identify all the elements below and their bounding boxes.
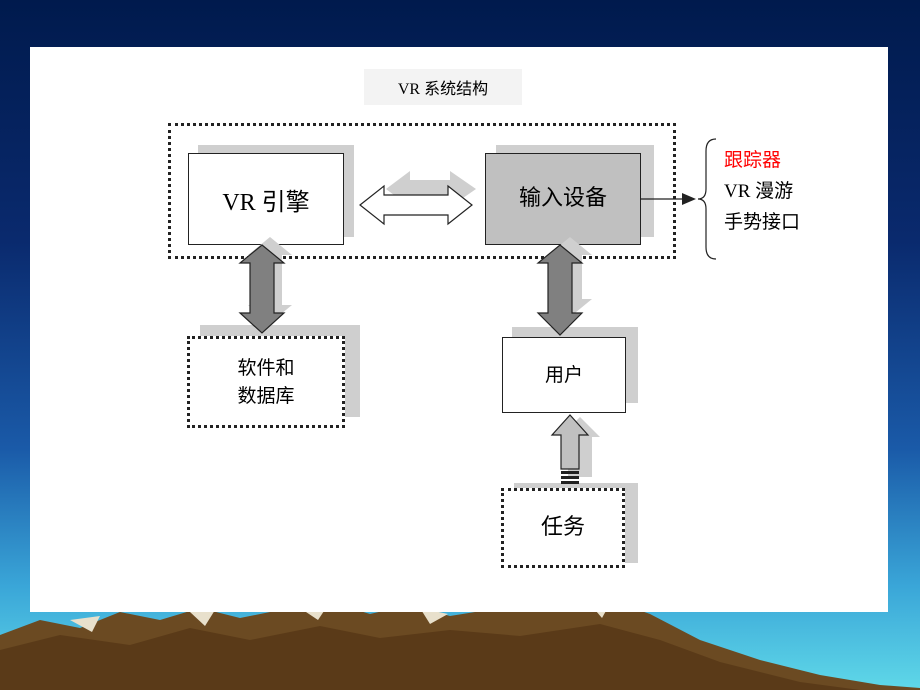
task-user-arrow-stub-2 bbox=[561, 476, 579, 479]
input-device-node: 输入设备 bbox=[485, 153, 641, 245]
user-node: 用户 bbox=[502, 337, 626, 413]
input-type-gesture-interface: 手势接口 bbox=[724, 211, 801, 233]
mountain-landscape bbox=[0, 600, 920, 690]
task-node: 任务 bbox=[501, 488, 625, 568]
software-db-label-line1: 软件和 bbox=[237, 357, 295, 379]
input-type-tracker: 跟踪器 bbox=[724, 149, 782, 171]
task-user-arrow-stub-1 bbox=[561, 471, 579, 474]
input-types-brace bbox=[697, 138, 717, 260]
diagram-title: VR 系统结构 bbox=[364, 69, 522, 105]
vr-system-core-group bbox=[168, 123, 676, 259]
input-type-vr-navigation: VR 漫游 bbox=[724, 181, 794, 202]
vr-engine-node: VR 引擎 bbox=[188, 153, 344, 245]
software-db-label-line2: 数据库 bbox=[237, 385, 295, 407]
input-types-list: 跟踪器 VR 漫游 手势接口 bbox=[724, 145, 800, 238]
device-types-arrowhead bbox=[682, 193, 696, 205]
task-user-arrow-shadow bbox=[560, 417, 600, 477]
task-user-arrow bbox=[550, 414, 590, 470]
software-db-node: 软件和 数据库 bbox=[187, 336, 345, 428]
diagram-canvas: VR 系统结构 VR 引擎 输入设备 软件和 数据库 用户 任务 跟踪器 VR … bbox=[30, 47, 888, 612]
